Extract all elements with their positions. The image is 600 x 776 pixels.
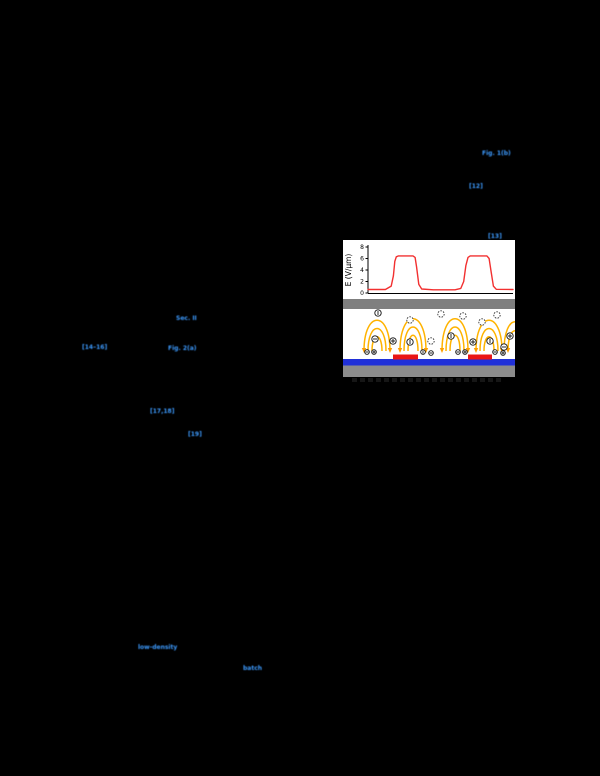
electrode-bar (393, 354, 418, 360)
y-tick-label: 6 (360, 256, 364, 263)
field-line-arc (407, 334, 419, 352)
efield-curve (367, 255, 514, 291)
efield-plot: 0 2 4 6 8 E (V/μm) (344, 244, 514, 297)
hyperlink[interactable]: [12] (469, 183, 483, 190)
y-tick-label: 4 (360, 267, 364, 274)
efield-figure: 0 2 4 6 8 E (V/μm) (343, 244, 527, 377)
ion-dashed-icon (437, 310, 445, 318)
field-line-arc (363, 319, 391, 352)
y-tick-label: 0 (360, 290, 364, 297)
ion-dashed-icon (406, 316, 414, 324)
dielectric-layer (343, 359, 515, 366)
field-line-arc (441, 318, 469, 352)
y-axis-label: E (V/μm) (344, 254, 353, 287)
ion-dashed-icon (478, 318, 486, 326)
top-plate (343, 299, 515, 309)
figure-panel: 0 2 4 6 8 E (V/μm) (343, 240, 527, 377)
hyperlink[interactable]: low-density (138, 644, 178, 651)
ion-dashed-icon (459, 312, 467, 320)
hyperlink[interactable]: Fig. 2(a) (168, 345, 197, 352)
field-arrow-down (505, 348, 511, 353)
ion-dashed-icon (427, 337, 435, 345)
field-line-arc (475, 319, 503, 352)
electrode-schematic (343, 299, 527, 377)
field-line-arc (403, 326, 423, 352)
field-arrow-down (361, 348, 367, 353)
electrode-bar (468, 354, 492, 360)
hyperlink[interactable]: batch (243, 665, 263, 672)
field-line-arc (367, 328, 387, 352)
field-arrow-down (465, 348, 471, 353)
bottom-substrate (343, 365, 515, 377)
field-arrow-down (423, 348, 429, 353)
y-tick-label: 2 (360, 279, 364, 286)
hyperlink[interactable]: [17,18] (150, 408, 175, 415)
field-arrow-down (387, 348, 393, 353)
field-line-arc (479, 328, 499, 352)
field-line-arc (445, 326, 465, 352)
field-line-arc (449, 334, 461, 352)
hyperlink[interactable]: [13] (488, 233, 502, 240)
hyperlink[interactable]: [19] (188, 431, 202, 438)
field-arrow-down (397, 348, 403, 353)
hyperlink[interactable]: [14–16] (82, 344, 108, 351)
hyperlink[interactable]: Sec. II (176, 315, 197, 322)
hyperlink[interactable]: Fig. 1(b) (482, 150, 511, 157)
field-arrow-down (473, 348, 479, 353)
field-arrow-down (439, 348, 445, 353)
ion-dashed-icon (493, 311, 501, 319)
figure-caption-ghost (352, 378, 502, 382)
field-line-arc (483, 336, 495, 352)
y-tick-label: 8 (360, 244, 364, 251)
